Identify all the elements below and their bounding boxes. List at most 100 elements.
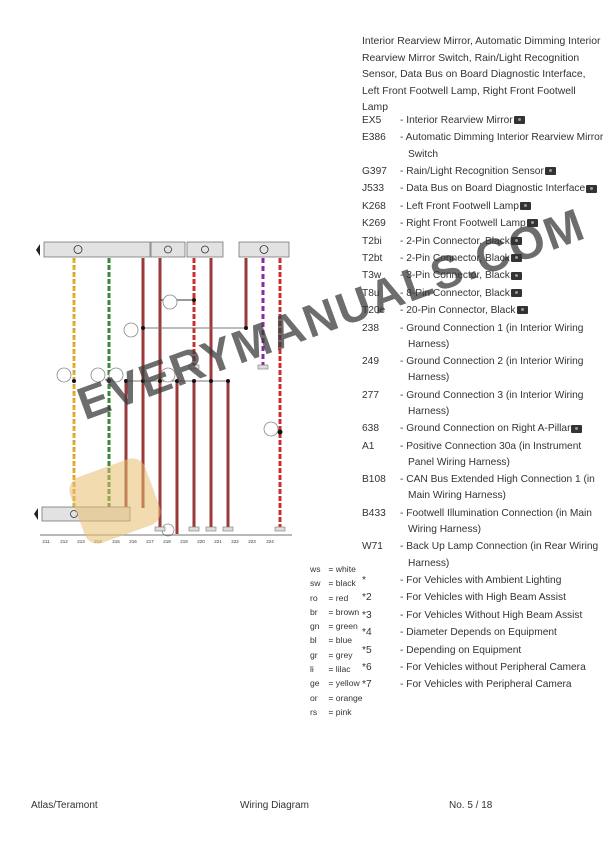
legend-item-desc: For Vehicles without Peripheral Camera [400,660,607,676]
camera-icon[interactable] [571,424,583,433]
legend-item-desc: Diameter Depends on Equipment [400,625,607,641]
camera-icon[interactable] [510,236,522,245]
legend-item-desc-text: Depending on Equipment [406,644,522,656]
legend-item-desc: 20-Pin Connector, Black [400,303,607,319]
legend-item: T2bi2-Pin Connector, Black [362,234,607,250]
legend-item-desc: Left Front Footwell Lamp [400,199,607,215]
legend-item-desc-text: 2-Pin Connector, Black [406,235,510,247]
legend-item-desc-text: Footwell Illumination Connection (in Mai… [406,507,592,536]
legend-item-desc: Ground Connection on Right A-Pillar [400,421,607,437]
legend-item: 249 Ground Connection 2 (in Interior Wiri… [362,354,607,386]
color-code-row: sw = black [310,576,363,590]
equals-sign: = [326,592,336,603]
color-code-abbr: rs [310,706,318,717]
legend-item-desc: Back Up Lamp Connection (in Rear Wiring … [400,539,607,571]
camera-icon[interactable] [516,306,528,315]
legend-item-code: 277 [362,389,379,401]
legend-item-code: B433 [362,507,386,519]
legend-item-desc-text: Rain/Light Recognition Sensor [406,165,544,177]
legend-item-desc-text: Ground Connection on Right A-Pillar [406,423,571,435]
svg-text:221: 221 [214,539,222,544]
legend-item: K268Left Front Footwell Lamp [362,199,607,215]
camera-icon[interactable] [510,271,522,280]
legend-item-desc: For Vehicles Without High Beam Assist [400,608,607,624]
legend-item-desc: Ground Connection 1 (in Interior Wiring … [400,321,607,353]
legend-item-desc: 8-Pin Connector, Black [400,286,607,302]
legend-item-desc: Interior Rearview Mirror [400,113,607,129]
svg-text:222: 222 [231,539,239,544]
legend-item-code: *3 [362,609,372,621]
camera-icon[interactable] [544,167,556,176]
legend-item-desc: 2-Pin Connector, Black [400,251,607,267]
camera-icon[interactable] [586,184,598,193]
footer-page-number: No. 5 / 18 [449,800,493,811]
color-code-abbr: br [310,606,318,617]
legend-item-desc: CAN Bus Extended High Connection 1 (in M… [400,472,607,504]
footer-doc-type: Wiring Diagram [240,800,309,811]
legend-item-desc: Rain/Light Recognition Sensor [400,164,607,180]
legend-item: T2bt 2-Pin Connector, Black [362,251,607,267]
color-code-name: black [335,578,356,589]
legend-item: W71Back Up Lamp Connection (in Rear Wiri… [362,539,607,571]
legend-item-desc-text: Back Up Lamp Connection (in Rear Wiring … [406,541,599,569]
legend-item-desc: 3-Pin Connector, Black [400,268,607,284]
legend-item-code: B108 [362,474,386,486]
legend-item: *3 For Vehicles Without High Beam Assist [362,608,607,624]
legend-item: G397Rain/Light Recognition Sensor [362,164,607,180]
legend-item-desc: Ground Connection 3 (in Interior Wiring … [400,388,607,420]
legend-item-code: T2bt [362,252,383,264]
svg-text:216: 216 [129,539,137,544]
legend-item-desc: Ground Connection 2 (in Interior Wiring … [400,354,607,386]
legend-item: *7 For Vehicles with Peripheral Camera [362,677,607,693]
color-code-row: ge = yellow [310,676,363,690]
camera-icon[interactable] [519,202,531,211]
legend-item: K269Right Front Footwell Lamp [362,216,607,232]
legend-item-code: T20e [362,305,386,317]
legend-item: 277 Ground Connection 3 (in Interior Wiri… [362,388,607,420]
svg-text:218: 218 [163,539,171,544]
legend-item: B433 Footwell Illumination Connection (in… [362,506,607,538]
legend-item-code: T8u [362,287,380,299]
svg-text:220: 220 [197,539,205,544]
legend-item-desc: For Vehicles with High Beam Assist [400,590,607,606]
legend-item-desc-text: Right Front Footwell Lamp [406,218,526,230]
camera-icon[interactable] [526,219,538,228]
camera-icon[interactable] [510,254,522,263]
svg-text:215: 215 [112,539,120,544]
color-code-row: gn = green [310,619,363,633]
equals-sign: = [326,649,336,660]
color-code-abbr: ro [310,592,318,603]
legend-item-desc-text: Ground Connection 1 (in Interior Wiring … [406,322,584,350]
equals-sign: = [326,606,336,617]
color-code-name: blue [335,635,353,646]
legend-item-desc-text: Left Front Footwell Lamp [406,200,519,212]
legend-item-desc-text: Automatic Dimming Interior Rearview Mirr… [405,132,604,160]
legend-item-code: * [362,575,366,587]
legend-item-desc-text: Diameter Depends on Equipment [406,627,557,639]
equals-sign: = [326,578,336,589]
legend-item-desc-text: Positive Connection 30a (in Instrument P… [406,440,582,468]
color-code-abbr: li [310,664,314,675]
legend-item-desc-text: For Vehicles with Ambient Lighting [406,575,562,587]
legend-item-code: *6 [362,662,372,673]
legend-item-code: 238 [362,322,379,334]
color-code-abbr: gr [310,649,318,660]
legend-item: E386Automatic Dimming Interior Rearview … [362,130,607,162]
color-code-name: pink [335,706,352,717]
svg-text:213: 213 [77,539,85,544]
svg-text:219: 219 [180,539,188,544]
legend-item-code: *5 [362,644,372,656]
camera-icon[interactable] [513,116,525,125]
color-code-name: lilac [335,664,351,675]
color-code-abbr: sw [310,578,321,589]
camera-icon[interactable] [510,289,522,298]
legend-item-code: T3w [362,270,382,282]
legend-item-desc-text: 20-Pin Connector, Black [406,305,516,317]
legend-item-code: *7 [362,679,372,691]
legend-item-code: 249 [362,356,379,368]
legend-item-desc: For Vehicles with Peripheral Camera [400,677,607,693]
legend-item-desc-text: CAN Bus Extended High Connection 1 (in M… [406,474,595,502]
